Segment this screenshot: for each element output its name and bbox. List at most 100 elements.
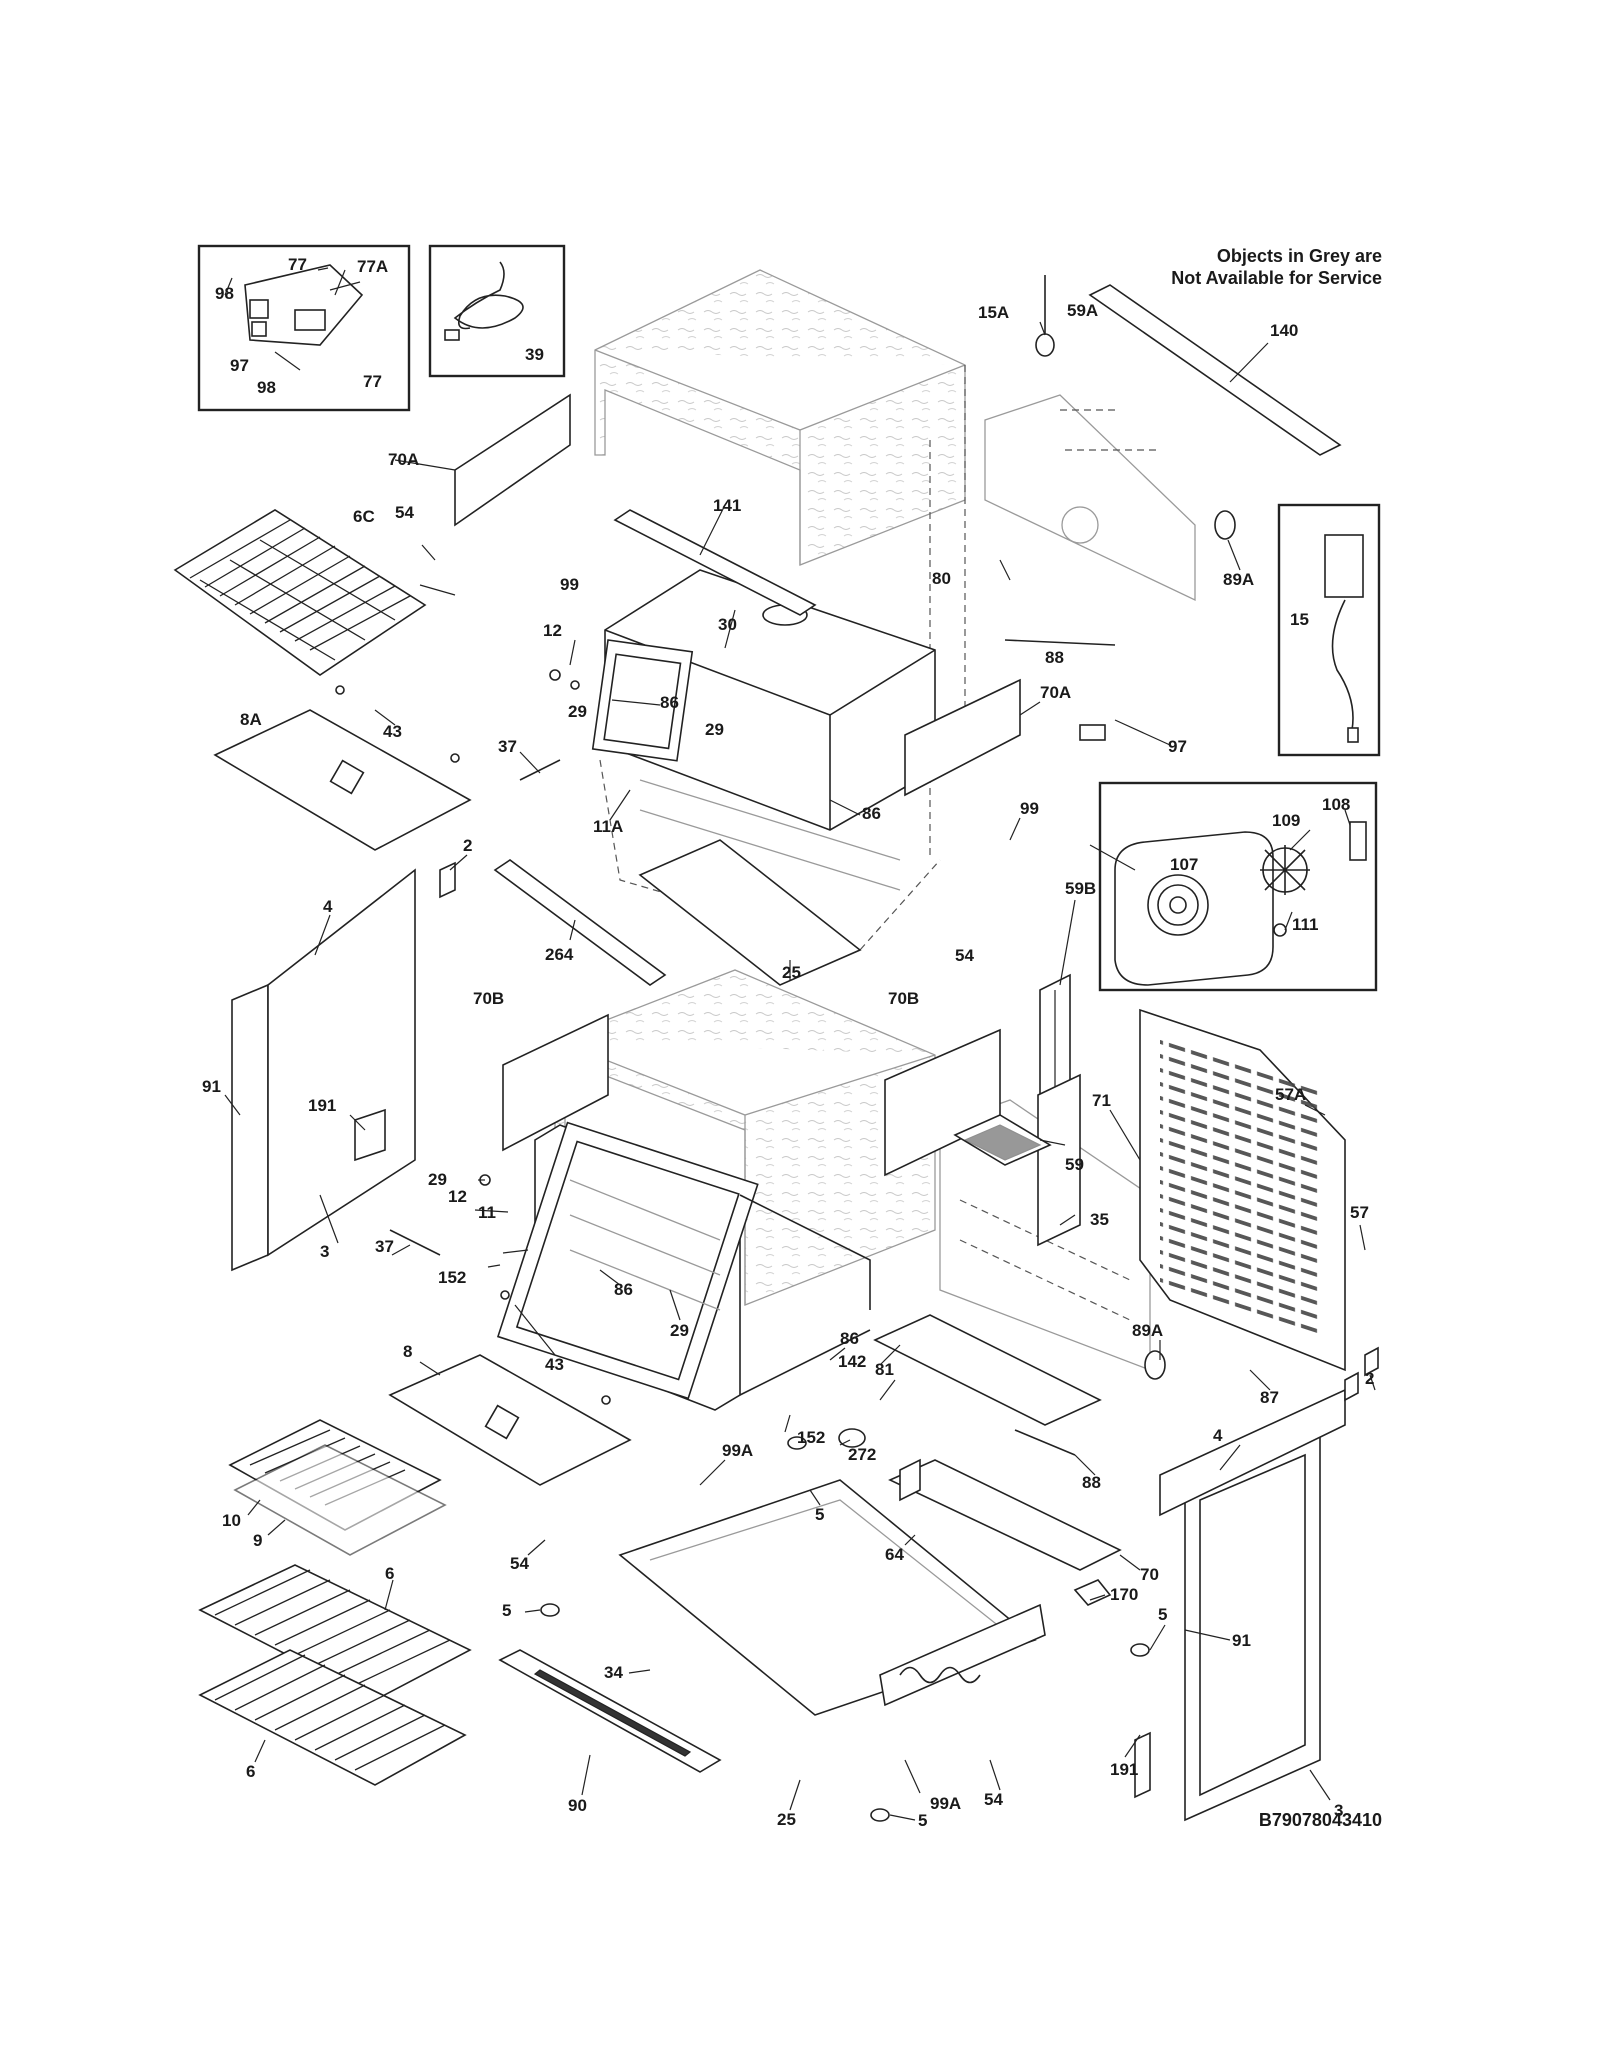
inset-power-cord-box (428, 244, 566, 378)
callout-70b: 70B (473, 989, 504, 1008)
callout-54-d: 54 (984, 1790, 1003, 1809)
callout-89a-b: 89A (1132, 1321, 1163, 1340)
callout-70b-b: 70B (888, 989, 919, 1008)
callout-29-c: 29 (428, 1170, 447, 1189)
leader-lines (224, 267, 1376, 1821)
callout-90: 90 (568, 1796, 587, 1815)
callout-8a: 8A (240, 710, 262, 729)
callout-77: 77 (288, 255, 307, 274)
grey-objects-notice: Objects in Grey are Not Available for Se… (1171, 246, 1382, 288)
rail-99a-lower (879, 1603, 1046, 1707)
callout-2-b: 2 (1365, 1369, 1374, 1388)
callout-81: 81 (875, 1360, 894, 1379)
trim-140 (1088, 284, 1342, 456)
callout-107: 107 (1170, 855, 1198, 874)
trim-264 (493, 859, 667, 986)
callout-59: 59 (1065, 1155, 1084, 1174)
rear-upper-panel (984, 394, 1196, 602)
rack-6-lower (198, 1649, 467, 1786)
tray-8a (213, 709, 472, 851)
callout-70: 70 (1140, 1565, 1159, 1584)
diagram-code: B79078043410 (1259, 1810, 1382, 1830)
callout-3-b: 3 (1334, 1801, 1343, 1820)
callout-29-d: 29 (670, 1321, 689, 1340)
callout-12-b: 12 (448, 1187, 467, 1206)
hardware-details (335, 275, 1379, 1822)
duct-35 (1037, 1073, 1081, 1247)
lower-oven-cavity (496, 1121, 871, 1411)
callout-6c: 6C (353, 507, 375, 526)
callout-108: 108 (1322, 795, 1350, 814)
callout-87: 87 (1260, 1388, 1279, 1407)
callout-98: 98 (215, 284, 234, 303)
callout-191-b: 191 (1110, 1760, 1138, 1779)
callout-9: 9 (253, 1531, 262, 1550)
callout-11: 11 (478, 1203, 496, 1222)
callout-4-b: 4 (1213, 1426, 1223, 1445)
callout-77a: 77A (357, 257, 388, 276)
callout-88: 88 (1045, 648, 1064, 667)
callout-59a: 59A (1067, 301, 1098, 320)
callout-70a: 70A (388, 450, 419, 469)
callout-99a: 99A (722, 1441, 753, 1460)
callout-15: 15 (1290, 610, 1309, 629)
trim-141 (613, 509, 817, 616)
notice-line-2: Not Available for Service (1171, 268, 1382, 288)
side-panel-4-right (1159, 1388, 1346, 1517)
callout-25: 25 (782, 963, 801, 982)
panel-70b-left (502, 1013, 609, 1152)
callout-77-b: 77 (363, 372, 382, 391)
callout-170: 170 (1110, 1585, 1138, 1604)
callout-86-d: 86 (840, 1329, 859, 1348)
callout-37: 37 (498, 737, 517, 756)
callout-12: 12 (543, 621, 562, 640)
upper-cabinet-outline (594, 269, 966, 860)
callout-5-c: 5 (1158, 1605, 1167, 1624)
callout-43-b: 43 (545, 1355, 564, 1374)
notice-line-1: Objects in Grey are (1217, 246, 1382, 266)
callout-98-b: 98 (257, 378, 276, 397)
callout-89a: 89A (1223, 570, 1254, 589)
callout-5-b: 5 (502, 1601, 511, 1620)
broil-pan-10-9 (228, 1419, 447, 1556)
callout-34: 34 (604, 1663, 623, 1682)
rack-6c (173, 509, 427, 676)
callout-6: 6 (385, 1564, 394, 1583)
callout-57: 57 (1350, 1203, 1369, 1222)
callout-39: 39 (525, 345, 544, 364)
callout-6-b: 6 (246, 1762, 255, 1781)
callout-97-b: 97 (1168, 737, 1187, 756)
callout-86-b: 86 (862, 804, 881, 823)
callout-99: 99 (560, 575, 579, 594)
callout-99-b: 99 (1020, 799, 1039, 818)
module-59 (953, 1114, 1052, 1166)
callout-91: 91 (202, 1077, 221, 1096)
callout-37-b: 37 (375, 1237, 394, 1256)
callout-29: 29 (568, 702, 587, 721)
callout-57a: 57A (1275, 1085, 1306, 1104)
callout-91-b: 91 (1232, 1631, 1251, 1650)
kick-plate-90 (498, 1649, 722, 1773)
callout-54-b: 54 (955, 946, 974, 965)
callout-109: 109 (1272, 811, 1300, 830)
door-91-left (231, 868, 416, 1272)
callout-99a-b: 99A (930, 1794, 961, 1813)
callout-111: 111 (1292, 915, 1319, 934)
callout-3: 3 (320, 1242, 329, 1261)
panel-70a-upper (454, 393, 571, 527)
callout-86-c: 86 (614, 1280, 633, 1299)
callout-141: 141 (713, 496, 741, 515)
callout-5-d: 5 (918, 1811, 927, 1830)
callout-labels: 77 77A 98 97 98 77 39 70A 6C 54 99 141 1… (202, 255, 1374, 1830)
callout-4: 4 (323, 897, 333, 916)
callout-140: 140 (1270, 321, 1298, 340)
callout-35: 35 (1090, 1210, 1109, 1229)
inset-module-15-box (1277, 503, 1381, 757)
callout-152-b: 152 (797, 1428, 825, 1447)
inset-control-board-box (197, 244, 411, 412)
callout-191: 191 (308, 1096, 336, 1115)
callout-142: 142 (838, 1352, 866, 1371)
callout-71: 71 (1092, 1091, 1111, 1110)
callout-264: 264 (545, 945, 574, 964)
